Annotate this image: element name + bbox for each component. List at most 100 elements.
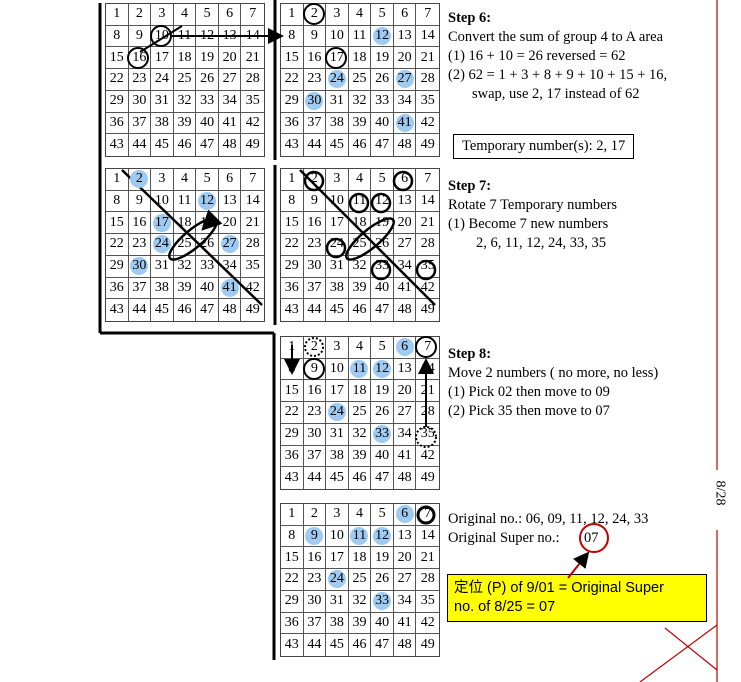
grid-cell-number: 42 xyxy=(420,447,435,463)
grid-cell-number: 49 xyxy=(420,302,435,318)
grid-cell: 6 xyxy=(218,169,242,191)
grid-cell-number: 10 xyxy=(329,193,344,209)
grid-cell: 26 xyxy=(196,234,219,256)
grid-cell-number: 40 xyxy=(200,279,215,295)
grid-cell: 27 xyxy=(393,234,417,256)
grid-cell: 2 xyxy=(303,4,327,26)
grid-cell: 6 xyxy=(393,4,417,26)
grid-cell: 35 xyxy=(416,91,439,113)
grid-cell-number: 46 xyxy=(177,302,192,318)
grid-cell: 2 xyxy=(303,337,327,359)
grid-cell-number: 38 xyxy=(329,114,344,130)
grid-cell: 4 xyxy=(348,504,372,526)
grid-cell: 6 xyxy=(218,4,242,26)
grid-cell-number: 36 xyxy=(284,447,299,463)
grid-cell-number: 1 xyxy=(288,171,296,187)
grid-cell: 16 xyxy=(303,212,327,235)
grid-cell: 49 xyxy=(241,299,264,321)
grid-cell-number: 27 xyxy=(397,71,412,87)
grid-cell: 5 xyxy=(371,169,394,191)
grid-cell: 30 xyxy=(303,590,327,613)
grid-cell-number: 20 xyxy=(397,382,412,398)
grid-cell: 19 xyxy=(371,47,394,70)
grid-cell: 9 xyxy=(128,25,152,48)
grid-cell-number: 38 xyxy=(329,279,344,295)
grid-cell: 28 xyxy=(241,234,264,256)
grid-cell: 38 xyxy=(326,445,349,468)
grid-cell: 17 xyxy=(151,47,174,70)
grid-cell: 10 xyxy=(326,358,349,381)
grid-cell: 2 xyxy=(128,169,152,191)
grid-cell-number: 13 xyxy=(397,528,412,544)
grid-cell-number: 41 xyxy=(222,279,237,295)
grid-cell-number: 31 xyxy=(154,258,169,274)
grid-cell: 19 xyxy=(196,212,219,235)
grid-cell-number: 19 xyxy=(375,49,390,65)
grid-cell: 6 xyxy=(393,504,417,526)
grid-cell-number: 1 xyxy=(288,506,296,522)
grid-cell-number: 25 xyxy=(177,236,192,252)
grid-cell: 5 xyxy=(371,337,394,359)
grid-cell: 35 xyxy=(241,256,264,278)
grid-cell-number: 3 xyxy=(158,6,166,22)
grid-cell: 44 xyxy=(304,299,327,321)
grid-cell-number: 48 xyxy=(397,137,412,153)
grid-cell: 11 xyxy=(348,358,372,381)
grid-cell: 22 xyxy=(281,569,304,591)
grid-cell: 42 xyxy=(241,278,264,300)
grid-cell: 30 xyxy=(303,90,327,113)
grid-cell: 11 xyxy=(348,190,372,213)
result-original-numbers: Original no.: 06, 09, 11, 12, 24, 33 xyxy=(448,511,649,527)
grid-cell: 21 xyxy=(241,212,264,235)
grid-cell-number: 42 xyxy=(420,614,435,630)
grid-cell: 20 xyxy=(218,47,242,70)
grid-cell-number: 45 xyxy=(329,137,344,153)
grid-cell-number: 7 xyxy=(424,6,432,22)
grid-cell-number: 16 xyxy=(132,49,147,65)
grid-cell-number: 22 xyxy=(109,236,124,252)
grid-cell: 15 xyxy=(106,47,129,70)
grid-cell: 21 xyxy=(416,212,439,235)
grid-cell: 44 xyxy=(129,134,152,156)
grid-cell-number: 14 xyxy=(245,193,260,209)
grid-cell: 32 xyxy=(348,90,372,113)
grid-cell-number: 14 xyxy=(420,193,435,209)
grid-cell: 34 xyxy=(393,255,417,278)
grid-cell-number: 25 xyxy=(352,236,367,252)
grid-cell: 4 xyxy=(173,169,197,191)
grid-cell: 38 xyxy=(326,112,349,135)
grid-cell: 49 xyxy=(416,134,439,156)
grid-cell-number: 30 xyxy=(307,258,322,274)
grid-cell-number: 44 xyxy=(307,637,322,653)
grid-cell: 19 xyxy=(196,47,219,70)
grid-cell-number: 18 xyxy=(177,214,192,230)
grid-cell: 24 xyxy=(326,402,349,424)
grid-cell: 16 xyxy=(303,547,327,570)
grid-cell: 14 xyxy=(241,26,264,48)
grid-cell: 23 xyxy=(303,402,327,424)
grid-cell: 31 xyxy=(326,423,349,446)
grid-cell: 49 xyxy=(241,134,264,156)
grid-cell: 3 xyxy=(326,4,349,26)
grid-cell: 8 xyxy=(106,25,129,48)
grid-cell-number: 36 xyxy=(284,614,299,630)
grid-cell-number: 49 xyxy=(420,137,435,153)
step8-line3: (2) Pick 35 then move to 07 xyxy=(448,403,610,419)
grid-cell: 33 xyxy=(371,423,394,446)
grid-cell: 48 xyxy=(219,134,242,156)
grid-cell-number: 5 xyxy=(378,506,386,522)
grid-cell: 45 xyxy=(326,467,349,489)
grid-cell: 16 xyxy=(128,212,152,235)
grid-cell: 13 xyxy=(393,358,417,381)
grid-cell-number: 41 xyxy=(397,447,412,463)
grid-cell: 40 xyxy=(371,612,394,635)
grid-cell: 34 xyxy=(218,90,242,113)
grid-cell: 43 xyxy=(106,299,129,321)
grid-cell: 22 xyxy=(281,234,304,256)
grid-cell: 30 xyxy=(303,423,327,446)
grid-cell-number: 39 xyxy=(352,614,367,630)
grid-cell: 33 xyxy=(371,255,394,278)
